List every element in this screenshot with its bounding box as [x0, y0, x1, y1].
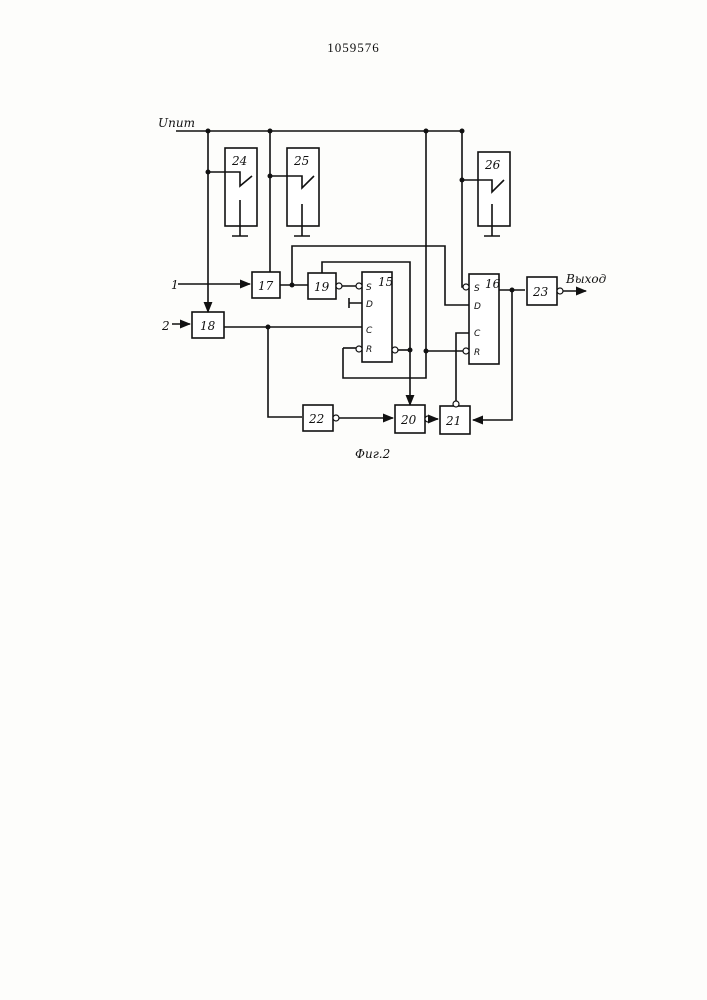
svg-text:C: C	[366, 326, 373, 336]
trigger-15: 15 S D C R	[362, 272, 393, 362]
block-18: 18	[192, 312, 224, 338]
svg-text:19: 19	[314, 280, 330, 294]
svg-text:24: 24	[231, 154, 247, 168]
svg-text:R: R	[474, 348, 480, 358]
supply-label: Uпит	[158, 116, 195, 130]
svg-text:R: R	[366, 345, 372, 355]
svg-text:22: 22	[308, 412, 324, 426]
svg-text:20: 20	[400, 413, 417, 427]
figure-caption: Фиг.2	[355, 447, 390, 461]
input-2-label: 2	[161, 319, 170, 333]
svg-text:S: S	[474, 284, 480, 294]
svg-text:17: 17	[258, 279, 274, 293]
svg-text:D: D	[366, 300, 373, 310]
svg-text:15: 15	[378, 275, 393, 289]
svg-text:26: 26	[484, 158, 501, 172]
input-1-label: 1	[171, 278, 179, 292]
svg-text:16: 16	[485, 277, 501, 291]
svg-text:23: 23	[532, 285, 549, 299]
svg-text:D: D	[474, 302, 481, 312]
block-22: 22	[303, 405, 333, 431]
block-23: 23	[527, 277, 557, 305]
block-17: 17	[252, 272, 280, 298]
output-label: Выход	[565, 272, 607, 286]
svg-text:18: 18	[200, 319, 216, 333]
switch-26: 26	[462, 152, 510, 236]
block-21: 21	[440, 406, 470, 434]
svg-text:21: 21	[445, 414, 461, 428]
switch-25: 25	[270, 148, 319, 236]
svg-text:C: C	[474, 329, 481, 339]
trigger-16: 16 S D C R	[469, 274, 501, 364]
block-19: 19	[308, 273, 336, 299]
block-20: 20	[395, 405, 425, 433]
svg-text:S: S	[366, 283, 372, 293]
switch-24: 24	[208, 148, 257, 236]
svg-text:25: 25	[293, 154, 309, 168]
